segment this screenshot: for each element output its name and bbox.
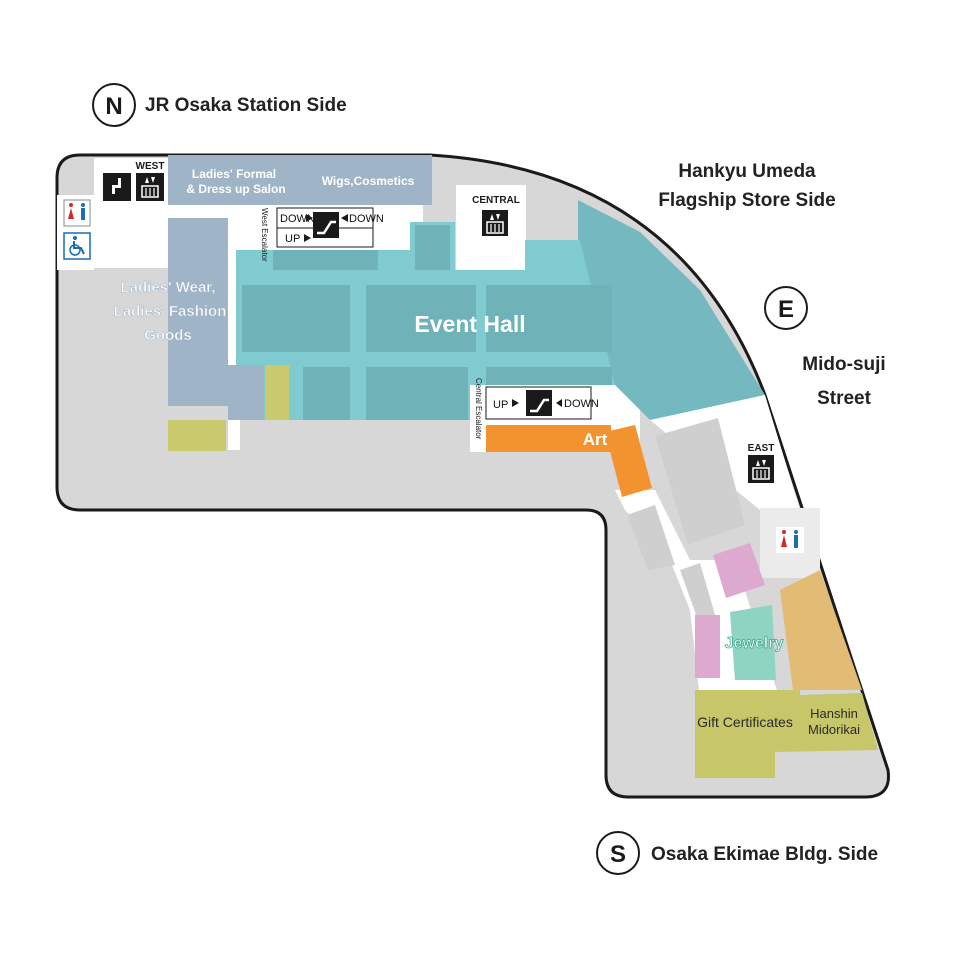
elevator-icon-west (136, 173, 164, 201)
central-esc-up: UP (493, 399, 508, 411)
central-escalator-label: Central Escalator (474, 378, 483, 440)
east-facility-label: EAST (748, 443, 775, 454)
ladies-formal-label-2: & Dress up Salon (186, 182, 285, 196)
ladies-formal-label-1: Ladies' Formal (192, 167, 276, 181)
hanshin-label-1: Hanshin (810, 706, 858, 721)
event-hall-inner-1 (242, 285, 350, 352)
south-label: Osaka Ekimae Bldg. Side (651, 844, 878, 865)
south-marker: S (596, 831, 640, 875)
pink-area-1 (713, 543, 765, 598)
rest-area-icon (103, 173, 131, 201)
west-escalator-label: West Escalator (260, 208, 269, 262)
shop-east-1 (655, 418, 745, 545)
central-escalator-diagram: UP DOWN (485, 386, 599, 420)
restroom-icon-east (776, 527, 804, 553)
elevator-icon-east (748, 455, 774, 483)
east-label-1: Mido-suji (802, 354, 885, 375)
northeast-label-2: Flagship Store Side (658, 190, 835, 211)
ladies-wear-area (168, 218, 228, 406)
olive-area-2 (168, 420, 226, 451)
olive-area-1 (265, 365, 289, 420)
restroom-icon-west (63, 199, 91, 227)
south-letter: S (610, 841, 626, 868)
central-facility-label: CENTRAL (472, 195, 520, 206)
art-area (486, 425, 611, 452)
gift-certificates-label: Gift Certificates (697, 714, 793, 730)
east-marker: E (764, 286, 808, 330)
north-marker: N (92, 83, 136, 127)
east-letter: E (778, 296, 794, 323)
art-label: Art (583, 430, 608, 449)
west-facility-label: WEST (136, 161, 165, 172)
ladies-wear-label-1: Ladies' Wear, (120, 279, 215, 296)
shop-east-3 (680, 563, 715, 620)
ladies-wear-label-2: Ladies' Fashion (114, 303, 227, 320)
event-hall-inner-8 (415, 225, 450, 270)
tan-area (780, 570, 862, 690)
event-hall-inner-3 (486, 285, 612, 352)
ladies-wear-ext (228, 365, 264, 420)
wigs-area (306, 155, 432, 205)
event-hall-inner-4 (303, 367, 350, 420)
teal-large-area (525, 200, 765, 420)
north-letter: N (105, 93, 122, 120)
northeast-label-1: Hankyu Umeda (678, 161, 816, 182)
elevator-icon-central (482, 210, 508, 236)
ladies-formal-area (168, 155, 306, 205)
gift-certificates-area (695, 690, 878, 778)
shop-east-2 (627, 505, 675, 570)
pink-area-2 (695, 615, 720, 678)
jewelry-area (730, 605, 776, 680)
west-esc-up: UP (285, 233, 300, 245)
east-label-2: Street (817, 388, 872, 409)
event-hall-inner-6 (486, 367, 612, 385)
north-label: JR Osaka Station Side (145, 95, 347, 116)
ladies-wear-label-3: Goods (144, 327, 192, 344)
jewelry-label: Jewelry (725, 635, 784, 652)
art-area-2 (605, 425, 652, 497)
event-hall-label: Event Hall (414, 311, 525, 337)
west-esc-down-right: DOWN (349, 213, 384, 225)
hanshin-label-2: Midorikai (808, 722, 860, 737)
event-hall-inner-2 (366, 285, 476, 352)
wigs-label: Wigs,Cosmetics (322, 174, 415, 188)
accessible-icon-west (63, 232, 91, 260)
central-esc-down: DOWN (564, 398, 599, 410)
event-hall-inner-7 (273, 250, 378, 270)
event-hall-inner-5 (366, 367, 468, 420)
west-escalator-diagram: DOWN DOWN UP (276, 207, 384, 248)
